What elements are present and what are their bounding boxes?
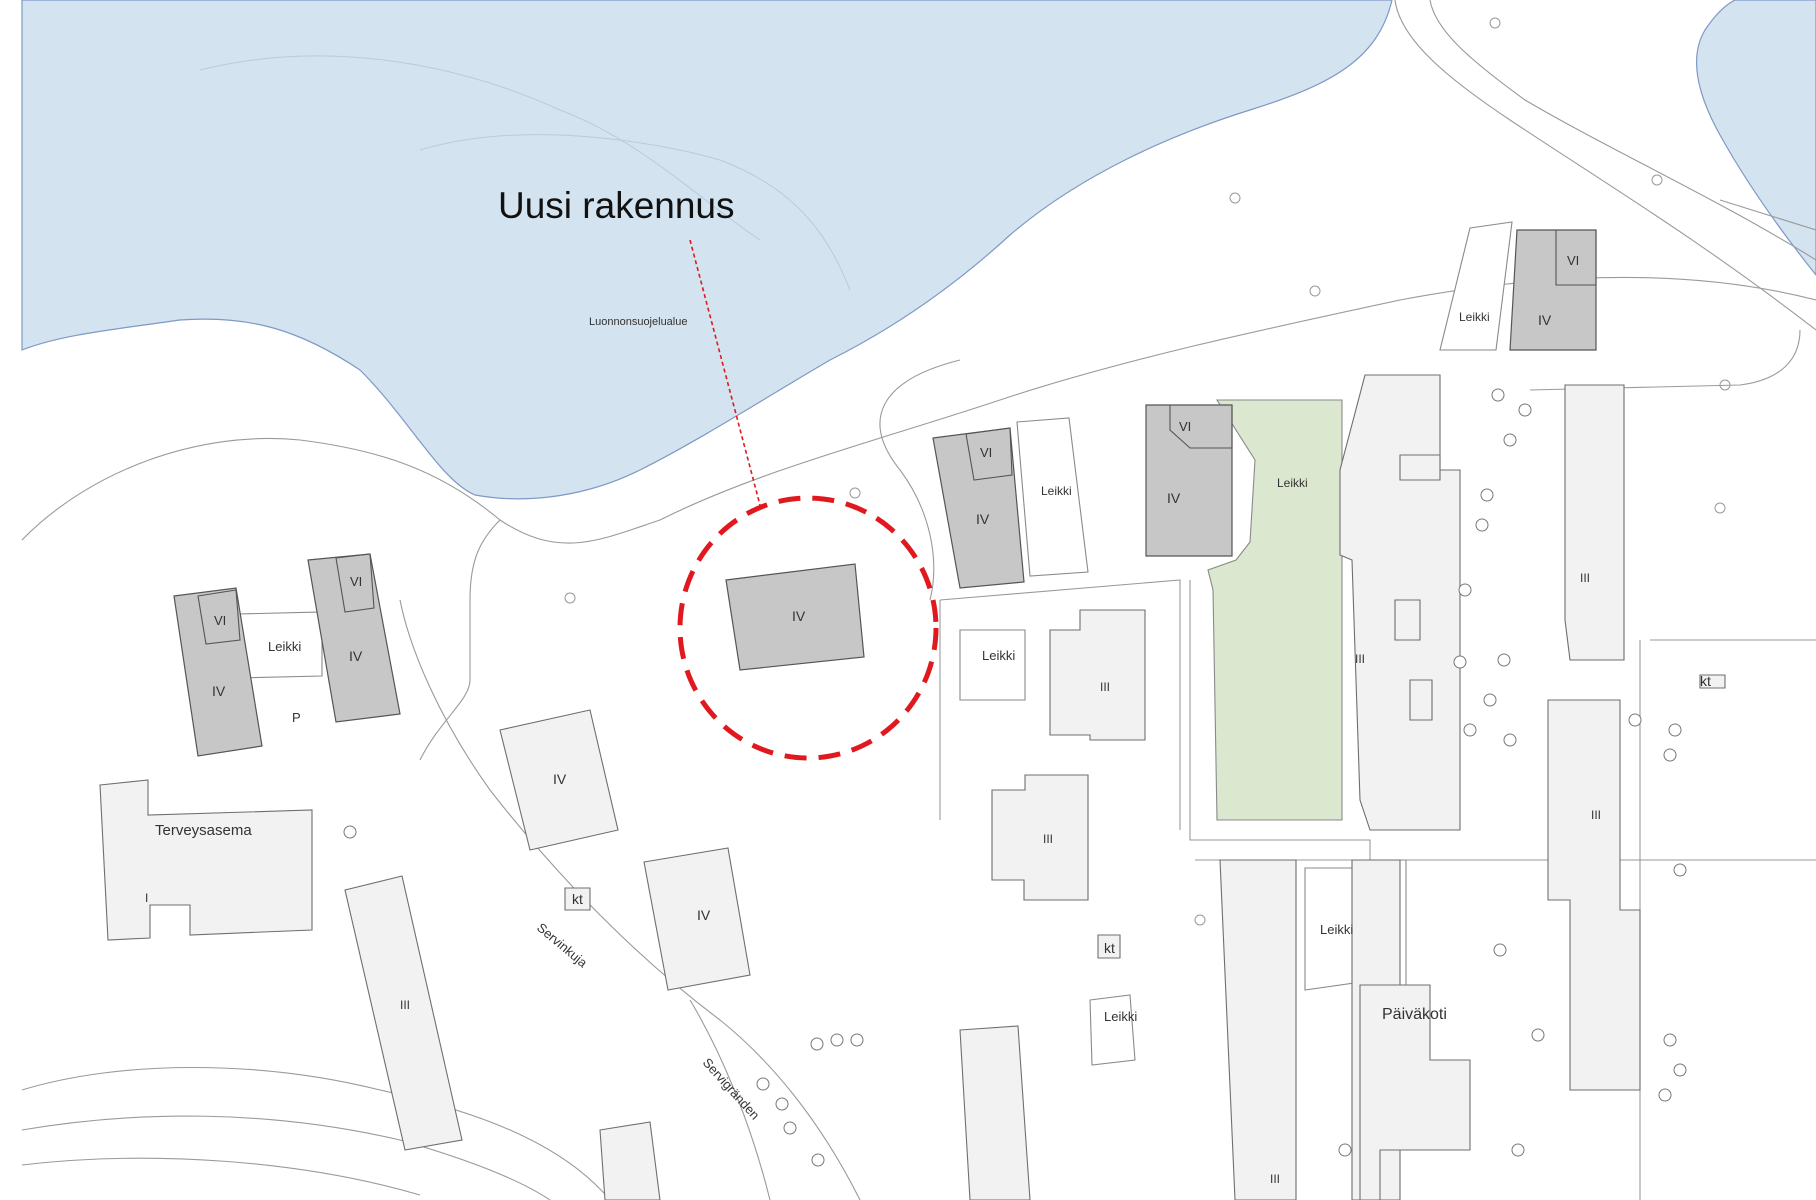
lake-water: [21, 0, 1393, 500]
label-floors-vi: VI: [980, 445, 992, 460]
label-play: Leikki: [982, 648, 1015, 663]
label-floors-vi: VI: [1567, 253, 1579, 268]
label-floors-iv: IV: [212, 683, 226, 699]
new-building-callout: Uusi rakennus: [498, 185, 939, 761]
label-kt: kt: [572, 891, 583, 907]
play-area-green: [1207, 399, 1343, 821]
label-floors-iv: IV: [349, 648, 363, 664]
label-street-servigranden: Servigränden: [700, 1055, 763, 1123]
label-kt: kt: [1104, 940, 1115, 956]
label-floors-iii: III: [1580, 571, 1590, 585]
label-floors-iv: IV: [553, 771, 567, 787]
lake-shore-contour: [199, 55, 851, 291]
label-play: Leikki: [268, 639, 301, 654]
label-daycare: Päiväkoti: [1382, 1006, 1447, 1023]
label-play: Leikki: [1104, 1009, 1137, 1024]
label-floors-iv: IV: [976, 511, 990, 527]
existing-buildings: [99, 374, 1726, 1200]
label-street-servinkuja: Servinkuja: [534, 920, 591, 971]
label-floors-vi: VI: [214, 613, 226, 628]
label-new-building-floors: IV: [792, 608, 806, 624]
label-floors-iii: III: [1270, 1172, 1280, 1186]
label-floors-iv: IV: [697, 907, 711, 923]
highlight-circle: [677, 495, 939, 761]
label-parking: P: [292, 710, 301, 725]
map-labels: Luonnonsuojelualue Terveysasema Päiväkot…: [145, 253, 1711, 1186]
label-floors-vi: VI: [350, 574, 362, 589]
label-floors-iii: III: [1100, 680, 1110, 694]
road-network: [21, 0, 1816, 1200]
label-play: Leikki: [1041, 484, 1072, 498]
label-kt: kt: [1700, 673, 1711, 689]
label-play: Leikki: [1320, 922, 1353, 937]
label-floors-iii: III: [400, 998, 410, 1012]
planned-buildings: [173, 229, 1597, 757]
label-floors-iii: III: [1043, 832, 1053, 846]
label-play: Leikki: [1459, 310, 1490, 324]
label-floors-iii: III: [1355, 652, 1365, 666]
label-floors-vi: VI: [1179, 419, 1191, 434]
callout-title: Uusi rakennus: [498, 185, 735, 226]
label-floors-iv: IV: [1167, 490, 1181, 506]
label-floors-iii: III: [1591, 808, 1601, 822]
tree-symbols: [343, 388, 1687, 1167]
label-nature-reserve: Luonnonsuojelualue: [589, 316, 687, 328]
label-floors-i: I: [145, 891, 148, 905]
new-building: [725, 563, 865, 671]
label-play: Leikki: [1277, 476, 1308, 490]
label-floors-iv: IV: [1538, 312, 1552, 328]
callout-leader-line: [689, 239, 761, 506]
point-markers: [564, 17, 1731, 926]
label-health-center: Terveysasema: [155, 822, 252, 839]
lake-water-east: [1695, 0, 1816, 276]
